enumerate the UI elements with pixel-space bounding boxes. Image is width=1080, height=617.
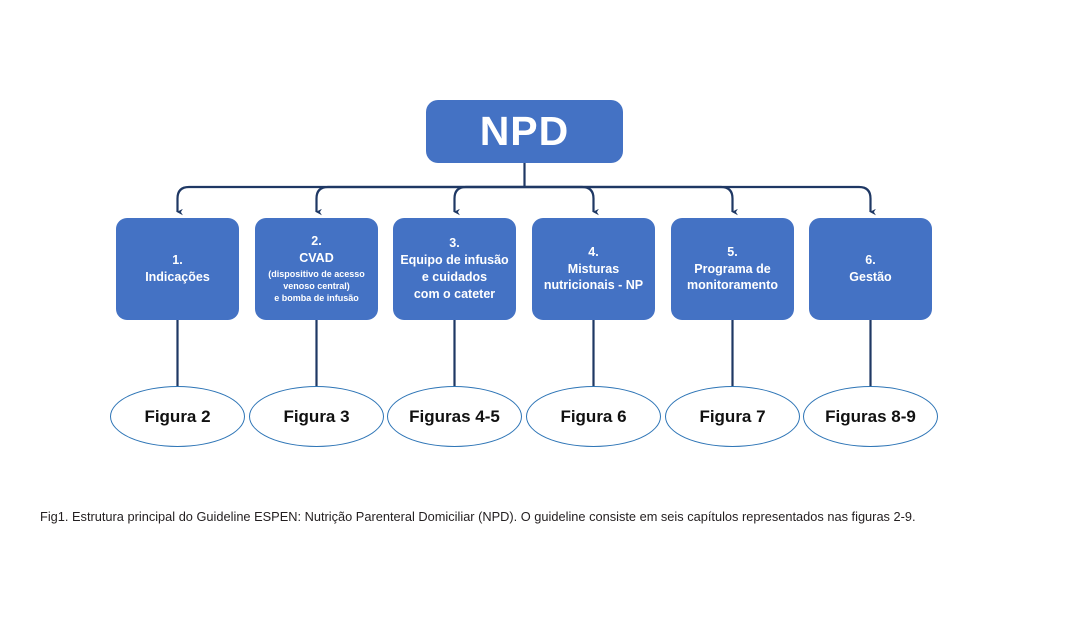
root-node-npd: NPD [426,100,623,163]
chapter-box-5: 5. Programa de monitoramento [671,218,794,320]
figure-ellipse-label: Figura 2 [144,406,211,426]
root-node-label: NPD [479,108,570,154]
chapter-title: Programa de monitoramento [687,261,778,293]
figure-ellipse-1: Figura 2 [110,386,245,447]
figure-ellipse-2: Figura 3 [249,386,384,447]
chapter-title: Gestão [849,270,892,284]
chapter-title: Indicações [145,270,210,284]
chapter-box-1: 1. Indicações [116,218,239,320]
chapter-number: 2. [311,234,322,249]
figure-ellipse-5: Figura 7 [665,386,800,447]
chapter-number: 1. [172,253,183,268]
chapter-number: 6. [865,253,876,268]
connector-branch-5 [524,185,738,216]
chapter-title: Equipo de infusão e cuidados com o catet… [400,253,509,301]
chapter-box-2: 2. CVAD (dispositivo de acesso venoso ce… [255,218,378,320]
chapter-box-4: 4. Misturas nutricionais - NP [532,218,655,320]
chapter-box-6: 6. Gestão [809,218,932,320]
chapter-number: 5. [727,244,738,259]
connector-branch-4 [524,185,599,216]
chapter-title: Misturas nutricionais - NP [543,261,644,293]
chapter-box-3: 3. Equipo de infusão e cuidados com o ca… [393,218,516,320]
chapter-number: 4. [588,244,599,259]
chapter-title: CVAD [299,251,334,266]
connector-branch-1 [176,185,525,216]
figure-ellipse-label: Figuras 8-9 [825,406,916,426]
figure-ellipse-4: Figura 6 [526,386,661,447]
figure-ellipse-label: Figura 6 [560,406,627,426]
connector-branch-6 [524,185,876,216]
figure-ellipse-3: Figuras 4-5 [387,386,522,447]
connector-branch-3 [453,185,525,216]
figure-ellipse-label: Figura 3 [283,406,350,426]
connector-branch-2 [315,185,525,216]
figure-ellipse-label: Figuras 4-5 [409,406,500,426]
figure-ellipse-6: Figuras 8-9 [803,386,938,447]
figure-caption: Fig1. Estrutura principal do Guideline E… [40,509,916,524]
figure-ellipse-label: Figura 7 [699,406,766,426]
chapter-number: 3. [449,236,460,251]
chapter-subtitle: (dispositivo de acesso venoso central) e… [268,269,365,304]
